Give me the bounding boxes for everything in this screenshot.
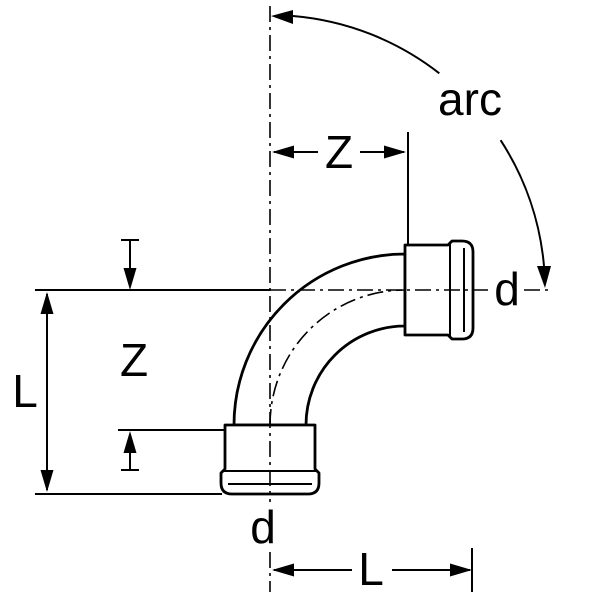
z-vertical-arrow-top xyxy=(123,268,137,290)
z-vertical-label: Z xyxy=(120,334,148,386)
d-bottom-label: d xyxy=(250,501,276,553)
z-vertical-arrow-top-tail xyxy=(121,239,139,272)
z-horizontal-arrow-left xyxy=(272,145,294,159)
arc-arrow-bottom xyxy=(537,266,551,288)
z-horizontal-arrow-right xyxy=(384,145,406,159)
l-horizontal-arrow-right xyxy=(450,563,472,577)
z-vertical-arrow-bottom-tail xyxy=(121,450,139,471)
bottom-press-socket xyxy=(219,423,321,496)
arc-arrow-top xyxy=(271,10,293,24)
z-vertical-arrow-bottom xyxy=(123,431,137,453)
l-horizontal-label: L xyxy=(358,543,384,595)
l-horizontal-arrow-left xyxy=(272,563,294,577)
arc-label: arc xyxy=(438,73,502,125)
l-vertical-arrow-top xyxy=(40,292,54,314)
bend-centerline-arc xyxy=(269,289,406,426)
d-right-label: d xyxy=(494,263,520,315)
z-horizontal-label: Z xyxy=(325,126,353,178)
arc-dimension-line xyxy=(292,15,545,267)
l-vertical-label: L xyxy=(12,365,38,417)
elbow-bend-body xyxy=(232,252,407,427)
l-vertical-arrow-bottom xyxy=(40,470,54,492)
